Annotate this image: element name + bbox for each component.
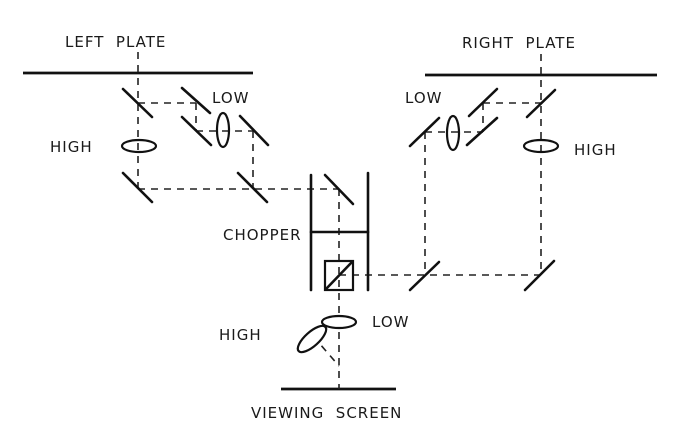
left-low-mirror-2 bbox=[180, 115, 213, 147]
chopper bbox=[309, 171, 370, 292]
right-mirrors bbox=[408, 87, 557, 292]
left-beam-paths bbox=[137, 52, 339, 190]
bottom-high-lens bbox=[296, 324, 328, 354]
left-high-label: HIGH bbox=[50, 138, 93, 156]
viewing-screen-label: VIEWING SCREEN bbox=[251, 404, 402, 422]
left-high-lens bbox=[120, 138, 158, 154]
bottom-high-label: HIGH bbox=[219, 326, 262, 344]
right-plate-label: RIGHT PLATE bbox=[462, 34, 576, 52]
right-low-lens bbox=[445, 114, 461, 152]
right-low-fold-mirror bbox=[408, 260, 441, 292]
left-low-mirror-3 bbox=[238, 114, 270, 147]
chopper-label: CHOPPER bbox=[223, 226, 302, 244]
left-low-lens bbox=[215, 111, 231, 149]
right-beamsplitter-mirror bbox=[525, 88, 557, 119]
right-low-mirror-3 bbox=[408, 116, 441, 148]
right-high-label: HIGH bbox=[574, 141, 617, 159]
right-beam-paths bbox=[339, 54, 542, 276]
left-mirrors bbox=[121, 86, 270, 204]
left-beamsplitter-mirror bbox=[121, 87, 154, 119]
right-low-mirror-1 bbox=[467, 87, 499, 118]
left-low-fold-mirror bbox=[236, 171, 269, 204]
right-low-label: LOW bbox=[405, 89, 442, 107]
beamsplitter-cube bbox=[323, 259, 355, 292]
left-low-mirror-1 bbox=[180, 86, 212, 115]
bottom-low-label: LOW bbox=[372, 313, 409, 331]
chopper-mirror bbox=[323, 173, 355, 206]
left-low-label: LOW bbox=[212, 89, 249, 107]
beamsplitter-diagonal bbox=[324, 260, 354, 291]
bottom-low-lens bbox=[320, 314, 358, 330]
right-low-mirror-2 bbox=[465, 116, 499, 147]
left-plate-label: LEFT PLATE bbox=[65, 33, 166, 51]
right-high-fold-mirror bbox=[523, 259, 556, 292]
left-high-fold-mirror bbox=[121, 171, 154, 204]
right-high-lens bbox=[522, 138, 560, 154]
